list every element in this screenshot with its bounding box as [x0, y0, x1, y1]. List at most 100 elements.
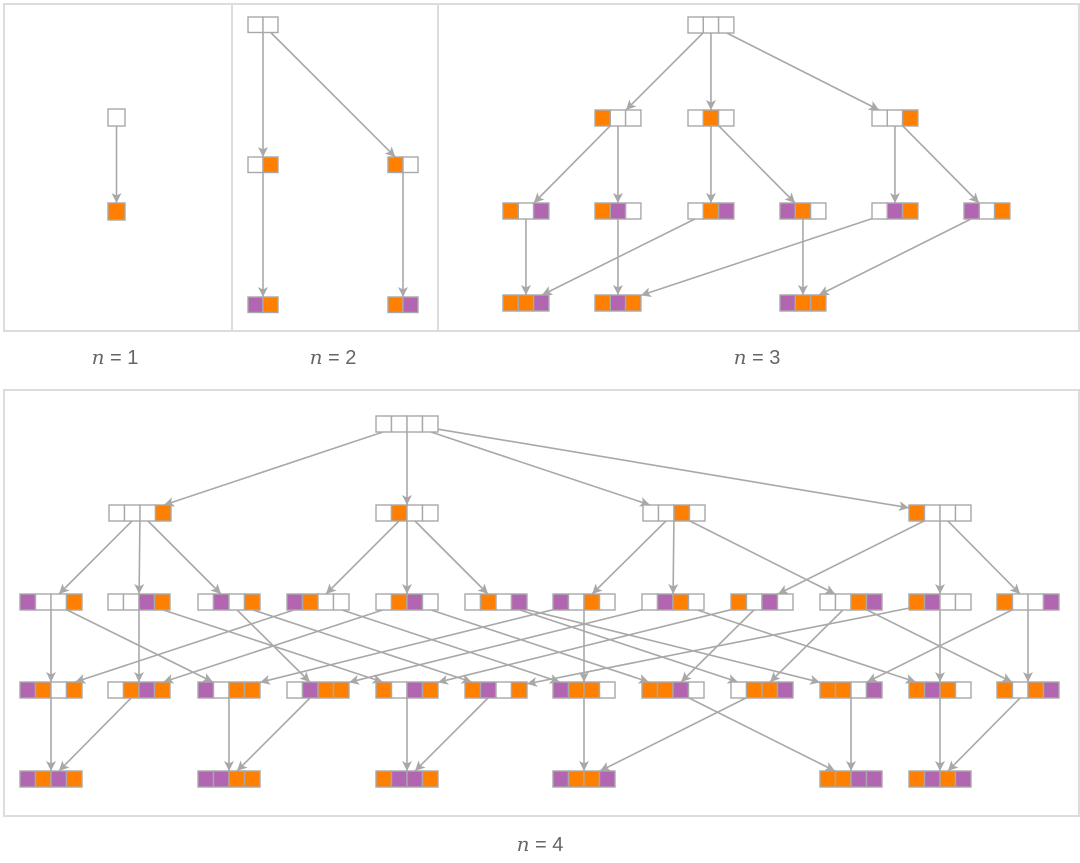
- panel-label-n4: n = 4: [517, 832, 564, 857]
- label-variable: n: [516, 832, 530, 856]
- state-node: [247, 16, 279, 34]
- empty-cell: [567, 593, 585, 611]
- orange-cell: [702, 202, 720, 220]
- empty-cell: [402, 156, 419, 174]
- transition-arrow: [777, 520, 925, 595]
- orange-cell: [65, 770, 83, 788]
- empty-cell: [717, 109, 735, 127]
- state-node: [908, 681, 972, 699]
- state-node: [375, 593, 439, 611]
- orange-cell: [262, 296, 279, 314]
- purple-cell: [865, 681, 883, 699]
- state-node: [996, 593, 1060, 611]
- purple-cell: [609, 202, 627, 220]
- panel-label-n2: n = 2: [310, 345, 357, 370]
- state-node: [642, 504, 706, 522]
- state-node: [247, 156, 279, 174]
- orange-cell: [672, 593, 690, 611]
- transition-arrow: [533, 125, 611, 204]
- purple-cell: [886, 202, 904, 220]
- empty-cell: [197, 593, 215, 611]
- state-node: [286, 593, 350, 611]
- orange-cell: [993, 202, 1011, 220]
- empty-cell: [406, 504, 424, 522]
- transition-arrow: [66, 609, 214, 683]
- purple-cell: [197, 770, 215, 788]
- orange-cell: [154, 504, 172, 522]
- state-node: [375, 770, 439, 788]
- state-node: [464, 593, 528, 611]
- transition-arrow: [526, 607, 910, 687]
- purple-cell: [532, 294, 550, 312]
- empty-cell: [688, 504, 706, 522]
- state-node: [871, 109, 919, 127]
- empty-cell: [122, 593, 140, 611]
- empty-cell: [108, 504, 126, 522]
- orange-cell: [702, 109, 720, 127]
- state-node: [19, 681, 83, 699]
- empty-cell: [1011, 681, 1029, 699]
- orange-cell: [819, 770, 837, 788]
- orange-cell: [794, 294, 812, 312]
- transition-arrow: [818, 218, 972, 296]
- transition-arrow: [689, 520, 836, 595]
- transition-arrow: [902, 125, 980, 204]
- transition-arrow: [541, 218, 696, 296]
- purple-cell: [552, 681, 570, 699]
- state-node: [247, 296, 279, 314]
- state-node: [594, 202, 642, 220]
- state-node: [641, 593, 705, 611]
- orange-cell: [332, 681, 350, 699]
- state-node: [819, 770, 883, 788]
- purple-cell: [761, 593, 779, 611]
- edges-layer: [46, 31, 1033, 772]
- orange-cell: [996, 593, 1014, 611]
- state-node: [996, 681, 1060, 699]
- orange-cell: [656, 681, 674, 699]
- state-node: [908, 593, 972, 611]
- purple-cell: [776, 681, 794, 699]
- empty-cell: [809, 202, 827, 220]
- state-node: [908, 504, 972, 522]
- purple-cell: [212, 770, 230, 788]
- orange-cell: [375, 770, 393, 788]
- orange-cell: [1027, 681, 1045, 699]
- purple-cell: [532, 202, 550, 220]
- purple-cell: [406, 770, 424, 788]
- orange-cell: [594, 109, 612, 127]
- orange-cell: [819, 681, 837, 699]
- orange-cell: [908, 593, 926, 611]
- empty-cell: [687, 202, 705, 220]
- empty-cell: [406, 415, 424, 433]
- panel-n1: [3, 3, 233, 332]
- label-variable: n: [91, 345, 105, 369]
- state-node: [687, 16, 735, 34]
- purple-cell: [923, 681, 941, 699]
- empty-cell: [850, 681, 868, 699]
- transition-arrow: [163, 431, 384, 507]
- empty-cell: [819, 593, 837, 611]
- state-node: [108, 504, 172, 522]
- transition-arrow: [259, 608, 554, 685]
- transition-arrow: [163, 609, 383, 684]
- empty-cell: [657, 504, 675, 522]
- empty-cell: [262, 16, 279, 34]
- state-node: [963, 202, 1011, 220]
- empty-cell: [687, 109, 705, 127]
- transition-arrow: [726, 32, 880, 111]
- state-node: [107, 108, 126, 127]
- orange-cell: [502, 202, 520, 220]
- orange-cell: [996, 681, 1014, 699]
- orange-cell: [34, 681, 52, 699]
- empty-cell: [139, 504, 157, 522]
- orange-cell: [243, 770, 261, 788]
- transition-arrow: [519, 609, 739, 684]
- empty-cell: [598, 593, 616, 611]
- panel-label-n1: n = 1: [92, 345, 139, 370]
- orange-cell: [794, 202, 812, 220]
- purple-cell: [1042, 681, 1060, 699]
- empty-cell: [886, 109, 904, 127]
- transition-arrow: [947, 697, 1021, 772]
- empty-cell: [464, 593, 482, 611]
- state-node: [552, 770, 616, 788]
